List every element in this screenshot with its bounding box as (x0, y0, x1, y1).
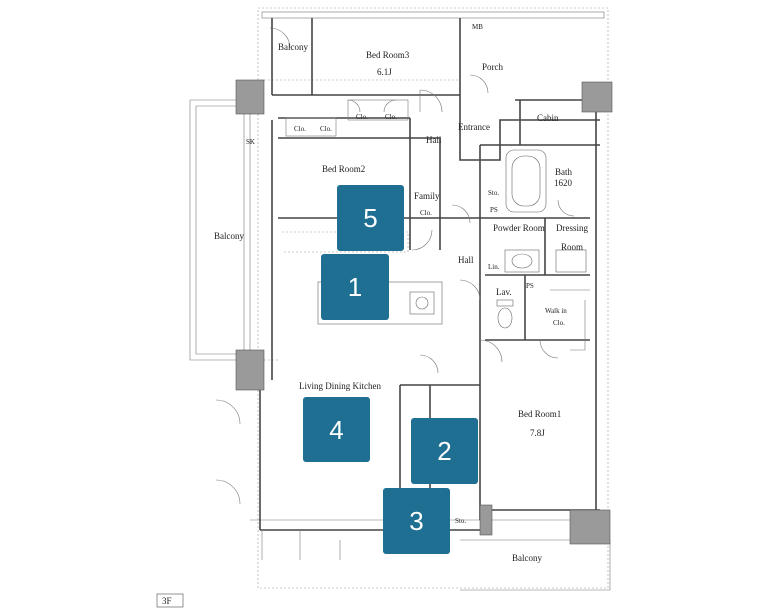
storage-sto-bottom: Sto. (455, 517, 466, 525)
marker-1-label: 1 (348, 272, 362, 302)
floor-indicator: 3F (156, 593, 184, 608)
toilet (496, 299, 514, 329)
bathtub (505, 149, 547, 213)
marker-5-label: 5 (363, 203, 377, 233)
room-powder-room: Powder Room (493, 223, 545, 233)
room-porch: Porch (482, 62, 503, 72)
room-bedroom3-name: Bed Room3 (366, 50, 410, 60)
marker-2[interactable]: 2 (411, 418, 478, 484)
floor-label: 3F (162, 596, 172, 606)
room-cabin: Cabin (537, 113, 559, 123)
room-hall-upper: Hall (426, 135, 442, 145)
room-balcony-top: Balcony (278, 42, 308, 52)
room-lav: Lav. (496, 287, 512, 297)
marker-1[interactable]: 1 (321, 254, 389, 320)
washing-machine (555, 249, 587, 273)
room-bath-size: 1620 (554, 178, 573, 188)
storage-clo-bed2-a: Clo. (294, 125, 306, 133)
marker-2-label: 2 (437, 436, 451, 466)
storage-sk: SK (246, 138, 255, 146)
room-family: Family (414, 191, 440, 201)
room-hall-lower: Hall (458, 255, 474, 265)
storage-clo-bed2-b: Clo. (320, 125, 332, 133)
room-bedroom1-name: Bed Room1 (518, 409, 561, 419)
basin (504, 249, 540, 273)
marker-4-label: 4 (329, 415, 343, 445)
room-dressing-line2: Room (561, 242, 583, 252)
perimeter-lines (189, 7, 611, 591)
room-ldk: Living Dining Kitchen (299, 381, 381, 391)
marker-4[interactable]: 4 (303, 397, 370, 462)
room-bedroom1-size: 7.8J (530, 428, 545, 438)
marker-5[interactable]: 5 (337, 185, 404, 251)
storage-clo-family: Clo. (420, 209, 432, 217)
door-swings (215, 27, 575, 505)
structural-columns (235, 79, 613, 545)
walls (259, 18, 600, 531)
marker-3-label: 3 (409, 506, 423, 536)
room-bedroom2-name: Bed Room2 (322, 164, 365, 174)
storage-lin: Lin. (488, 263, 500, 271)
storage-sto-bath: Sto. (488, 189, 499, 197)
closet-doors (285, 99, 409, 137)
room-entrance: Entrance (458, 122, 490, 132)
room-walkin-line2: Clo. (553, 319, 565, 327)
marker-3[interactable]: 3 (383, 488, 450, 554)
room-bath-name: Bath (555, 167, 572, 177)
room-balcony-left: Balcony (214, 231, 244, 241)
room-mb: MB (472, 23, 483, 31)
storage-labels: Clo. Clo. Clo. Clo. Clo. Sto. PS Lin. PS… (246, 113, 534, 525)
storage-clo-bed3-a: Clo. (356, 113, 368, 121)
room-balcony-bottom: Balcony (512, 553, 542, 563)
room-bedroom3-size: 6.1J (377, 67, 392, 77)
room-walkin-line1: Walk in (545, 307, 567, 315)
storage-ps-lav: PS (526, 282, 534, 290)
storage-ps-bath: PS (490, 206, 498, 214)
window-sashes (261, 289, 590, 560)
room-dressing-line1: Dressing (556, 223, 588, 233)
storage-clo-bed3-b: Clo. (385, 113, 397, 121)
room-labels: Balcony Bed Room3 6.1J Porch MB Entrance… (214, 23, 588, 563)
